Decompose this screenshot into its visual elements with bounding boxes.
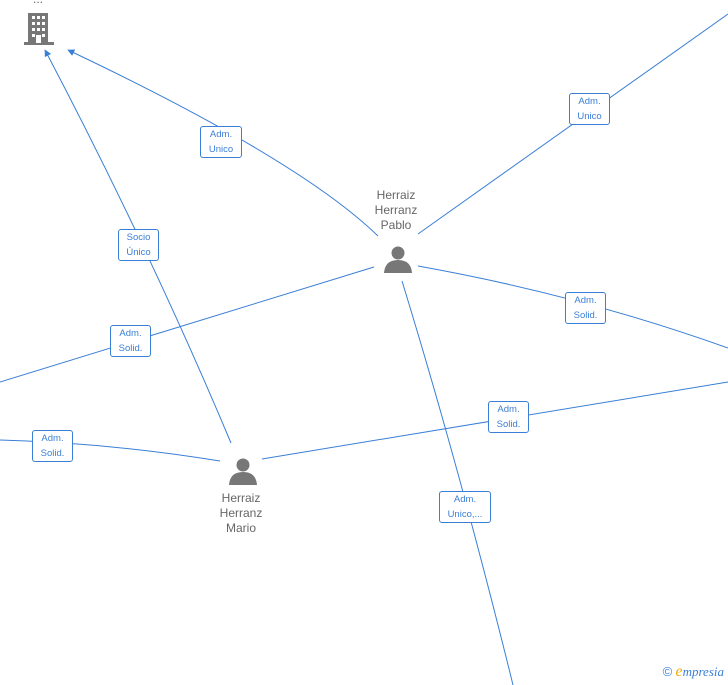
edge-label-adm-solid-right[interactable]: Adm.Solid. xyxy=(565,292,606,324)
edge-label-adm-unico-company[interactable]: Adm.Unico xyxy=(200,126,242,158)
copyright-symbol: © xyxy=(662,664,673,679)
edge-pablo-left xyxy=(0,266,375,383)
person-node-pablo-name[interactable]: Herraiz Herranz Pablo xyxy=(374,188,418,232)
edge-pablo-company xyxy=(67,49,379,237)
edge-label-adm-solid-mario-left[interactable]: Adm.Solid. xyxy=(32,430,73,462)
building-icon[interactable] xyxy=(24,13,54,50)
company-node-label: ... xyxy=(0,0,78,7)
edge-mario-left xyxy=(0,439,221,462)
edge-label-adm-unico-bottom[interactable]: Adm.Unico,... xyxy=(439,491,491,523)
edge-label-adm-solid-mario-right[interactable]: Adm.Solid. xyxy=(488,401,529,433)
edge-label-adm-unico-topright[interactable]: Adm.Unico xyxy=(569,93,610,125)
edge-label-adm-solid-left[interactable]: Adm.Solid. xyxy=(110,325,151,357)
person-icon[interactable] xyxy=(384,245,412,278)
edge-pablo-bottom xyxy=(401,280,514,685)
person-node-mario-name[interactable]: Herraiz Herranz Mario xyxy=(219,491,263,535)
person-icon[interactable] xyxy=(229,457,257,490)
empresia-logo: © empresia xyxy=(662,663,724,680)
